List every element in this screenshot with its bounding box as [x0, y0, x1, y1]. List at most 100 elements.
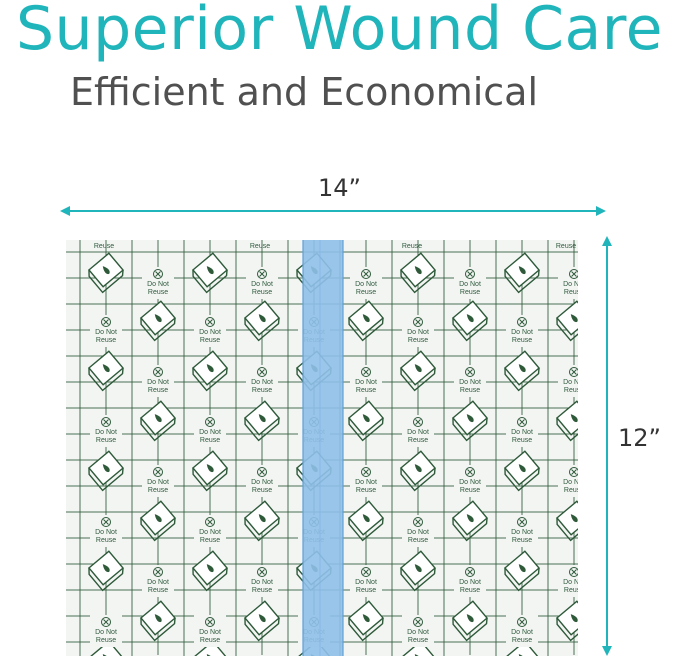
dressing-application-icon — [451, 300, 489, 342]
svg-text:Do Not: Do Not — [459, 479, 481, 486]
svg-text:Reuse: Reuse — [564, 387, 578, 394]
svg-text:Reuse: Reuse — [408, 437, 428, 444]
svg-text:Do Not: Do Not — [563, 579, 578, 586]
dressing-application-icon — [503, 350, 541, 392]
svg-text:Do Not: Do Not — [355, 281, 377, 288]
svg-text:Reuse: Reuse — [148, 387, 168, 394]
dressing-application-icon — [191, 450, 229, 492]
dressing-application-icon — [503, 252, 541, 294]
svg-text:Do Not: Do Not — [563, 379, 578, 386]
dressing-application-icon — [451, 400, 489, 442]
dressing-application-icon — [243, 600, 281, 642]
dressing-application-icon — [399, 450, 437, 492]
svg-text:Do Not: Do Not — [511, 329, 533, 336]
svg-text:Reuse: Reuse — [200, 637, 220, 644]
svg-text:Reuse: Reuse — [252, 289, 272, 296]
svg-text:Reuse: Reuse — [356, 289, 376, 296]
dressing-application-icon — [191, 350, 229, 392]
svg-text:Reuse: Reuse — [356, 587, 376, 594]
dressing-application-icon — [243, 400, 281, 442]
edge-print-text: Reuse — [402, 243, 422, 250]
edge-print-text: Reuse — [250, 243, 270, 250]
dressing-application-icon — [191, 640, 229, 656]
svg-text:Do Not: Do Not — [511, 629, 533, 636]
svg-text:Reuse: Reuse — [200, 437, 220, 444]
svg-text:Do Not: Do Not — [95, 429, 117, 436]
svg-text:Reuse: Reuse — [96, 337, 116, 344]
dressing-application-icon — [399, 252, 437, 294]
dressing-application-icon — [243, 500, 281, 542]
dressing-application-icon — [347, 400, 385, 442]
svg-text:Reuse: Reuse — [564, 487, 578, 494]
svg-text:Do Not: Do Not — [95, 529, 117, 536]
svg-text:Do Not: Do Not — [95, 329, 117, 336]
svg-text:Do Not: Do Not — [355, 379, 377, 386]
svg-text:Reuse: Reuse — [564, 289, 578, 296]
svg-text:Reuse: Reuse — [408, 637, 428, 644]
svg-text:Reuse: Reuse — [408, 337, 428, 344]
svg-text:Do Not: Do Not — [355, 479, 377, 486]
dressing-application-icon — [139, 400, 177, 442]
svg-text:Do Not: Do Not — [251, 379, 273, 386]
svg-text:Do Not: Do Not — [511, 529, 533, 536]
dressing-application-icon — [503, 640, 541, 656]
svg-text:Do Not: Do Not — [407, 629, 429, 636]
svg-text:Do Not: Do Not — [199, 629, 221, 636]
dressing-application-icon — [87, 450, 125, 492]
svg-text:Do Not: Do Not — [147, 479, 169, 486]
dressing-application-icon — [191, 252, 229, 294]
svg-text:Reuse: Reuse — [356, 487, 376, 494]
dressing-application-icon — [555, 600, 578, 642]
svg-text:Do Not: Do Not — [511, 429, 533, 436]
svg-text:Do Not: Do Not — [407, 529, 429, 536]
dressing-application-icon — [399, 550, 437, 592]
dressing-application-icon — [347, 500, 385, 542]
svg-text:Reuse: Reuse — [512, 337, 532, 344]
svg-text:Do Not: Do Not — [199, 529, 221, 536]
svg-text:Do Not: Do Not — [147, 281, 169, 288]
svg-text:Reuse: Reuse — [356, 387, 376, 394]
dressing-application-icon — [555, 400, 578, 442]
dressing-application-icon — [451, 500, 489, 542]
edge-print-text: Reuse — [94, 243, 114, 250]
dressing-application-icon — [139, 600, 177, 642]
svg-text:Do Not: Do Not — [251, 479, 273, 486]
height-dimension-arrow — [602, 236, 612, 656]
dressing-application-icon — [191, 550, 229, 592]
svg-text:Reuse: Reuse — [512, 537, 532, 544]
dressing-application-icon — [347, 300, 385, 342]
svg-text:Reuse: Reuse — [252, 387, 272, 394]
dressing-application-icon — [87, 252, 125, 294]
dressing-application-icon — [87, 550, 125, 592]
svg-text:Reuse: Reuse — [252, 587, 272, 594]
